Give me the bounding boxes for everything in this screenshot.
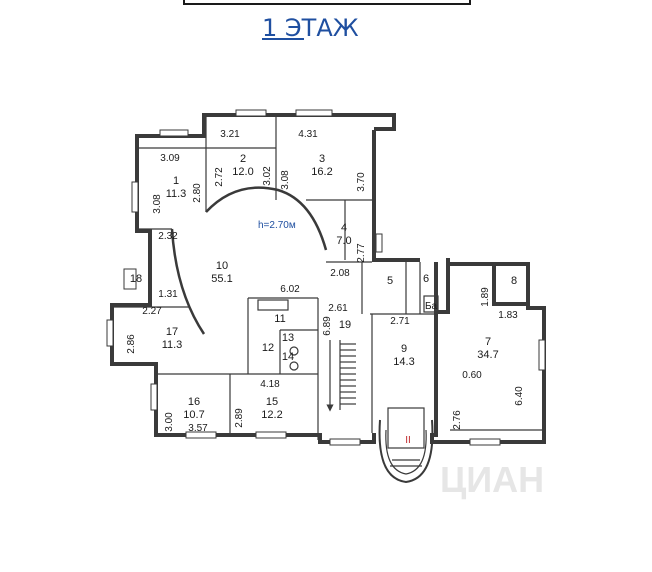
dimensions-layer: 3.21 4.31 3.09 2.72 3.02 3.08 3.70 3.08 2.80 2.32… (126, 129, 525, 434)
dimension-label: 3.57 (188, 423, 208, 434)
dimension-label: 4.31 (298, 129, 318, 140)
dimension-label: 2.77 (356, 243, 367, 263)
dimension-label: 2.89 (234, 408, 245, 428)
room-area-7: 34.7 (477, 349, 498, 361)
sanitary-fixtures (257, 295, 439, 371)
top-frame (183, 0, 471, 5)
dimension-label: 3.02 (262, 166, 273, 186)
room-number-19: 19 (339, 319, 351, 331)
room-number-15: 15 (266, 396, 278, 408)
room-number-14: 14 (282, 351, 294, 363)
staircase (326, 340, 356, 412)
bathtub-label: Ба (425, 301, 438, 312)
room-area-2: 12.0 (232, 166, 253, 178)
dimension-label: 2.86 (126, 334, 137, 354)
dimension-label: 3.21 (220, 129, 240, 140)
dimension-label: 3.70 (356, 172, 367, 192)
room-number-13: 13 (282, 332, 294, 344)
plan-title: 1 ЭТАЖ (262, 14, 359, 42)
entrance-label: II (405, 435, 411, 446)
dimension-label: 1.89 (480, 287, 491, 307)
height-note: h=2.70м (258, 220, 296, 231)
arc-wall (205, 186, 328, 251)
watermark: ЦИАН (440, 459, 544, 500)
dimension-label: 2.80 (192, 183, 203, 203)
room-area-1: 11.3 (166, 188, 187, 200)
room-number-4: 4 (341, 222, 347, 234)
dimension-label: 6.02 (280, 284, 300, 295)
dimension-label: 6.89 (322, 316, 333, 336)
room-number-5: 5 (387, 275, 393, 287)
room-number-17: 17 (166, 326, 178, 338)
dimension-label: 2.32 (158, 231, 178, 242)
room-number-3: 3 (319, 153, 325, 165)
room-area-4: 7.0 (336, 235, 351, 247)
room-number-16: 16 (188, 396, 200, 408)
dimension-label: 3.08 (280, 170, 291, 190)
dimension-label: 2.08 (330, 268, 350, 279)
dimension-label: 2.71 (390, 316, 410, 327)
room-number-18: 18 (130, 273, 142, 285)
dimension-label: 3.08 (152, 194, 163, 214)
room-area-15: 12.2 (261, 409, 282, 421)
dimension-label: 2.27 (142, 306, 162, 317)
room-area-10: 55.1 (211, 273, 232, 285)
dimension-label: 2.61 (328, 303, 348, 314)
room-number-7: 7 (485, 336, 491, 348)
room-area-16: 10.7 (183, 409, 204, 421)
room-number-10: 10 (216, 260, 228, 272)
dimension-label: 4.18 (260, 379, 280, 390)
room-area-9: 14.3 (393, 356, 414, 368)
room-number-8: 8 (511, 275, 517, 287)
room-number-12: 12 (262, 342, 274, 354)
interior-walls (114, 117, 542, 440)
dimension-label: 1.83 (498, 310, 518, 321)
entrance-porch (378, 407, 434, 484)
room-number-2: 2 (240, 153, 246, 165)
dimension-label: 3.00 (164, 412, 175, 432)
dimension-label: 3.09 (160, 153, 180, 164)
dimension-label: 6.40 (514, 386, 525, 406)
room-number-1: 1 (173, 175, 179, 187)
dimension-label: 1.31 (158, 289, 178, 300)
arc-wall-left (170, 228, 206, 335)
room-area-17: 11.3 (162, 339, 183, 351)
room-area-3: 16.2 (311, 166, 332, 178)
dimension-label: 0.60 (462, 370, 482, 381)
windows (106, 109, 546, 446)
room-number-6: 6 (423, 273, 429, 285)
dimension-label: 2.76 (452, 410, 463, 430)
room-number-9: 9 (401, 343, 407, 355)
room-number-11: 11 (274, 313, 285, 325)
dimension-label: 2.72 (214, 167, 225, 187)
